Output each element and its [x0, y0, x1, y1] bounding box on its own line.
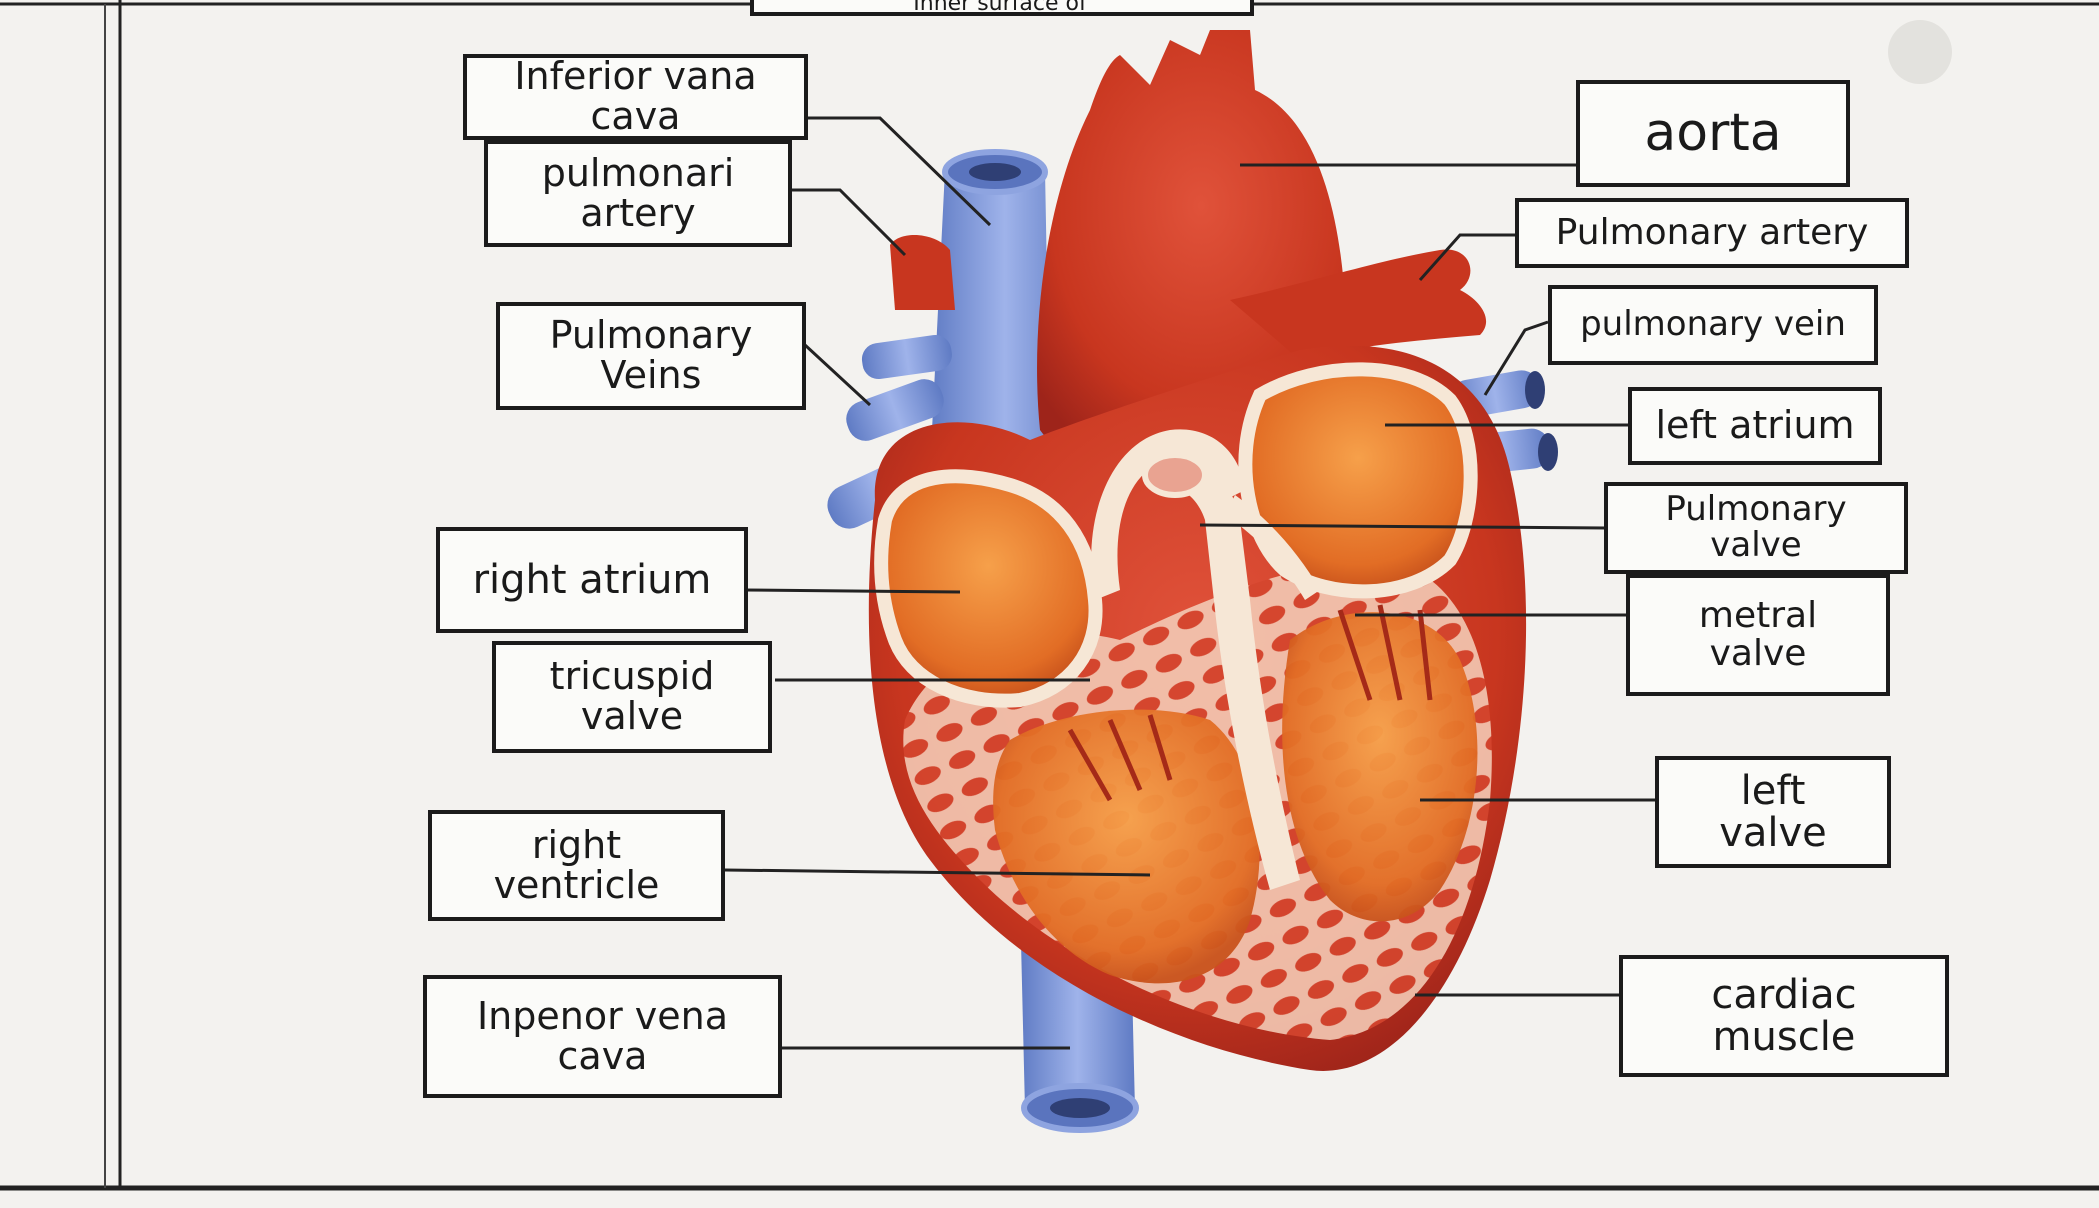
leader-tl3: [805, 345, 870, 405]
label-right-ventricle: right ventricle: [428, 810, 725, 921]
label-mitral-valve: metral valve: [1626, 574, 1890, 696]
paper-smudge: [1888, 20, 1952, 84]
label-aorta: aorta: [1576, 80, 1850, 187]
label-right-atrium: right atrium: [436, 527, 748, 633]
leader-tl4: [745, 590, 960, 592]
label-cardiac-muscle: cardiac muscle: [1619, 955, 1949, 1077]
leader-tl2: [790, 190, 905, 255]
pulmonary-artery-left-branch: [890, 235, 955, 310]
heart: [821, 30, 1558, 1130]
label-pulmonary-artery-left: pulmonari artery: [484, 140, 792, 247]
label-inferior-vena-cava-top: Inferior vana cava: [463, 54, 808, 140]
label-pulmonary-veins: Pulmonary Veins: [496, 302, 806, 410]
label-pulmonary-valve: Pulmonary valve: [1604, 482, 1908, 574]
title-fragment: Inner surface of: [913, 0, 1088, 16]
inferior-vena-cava-lumen: [1050, 1098, 1110, 1118]
label-left-atrium: left atrium: [1628, 387, 1882, 465]
label-pulmonary-vein: pulmonary vein: [1548, 285, 1878, 365]
label-left-valve: left valve: [1655, 756, 1891, 868]
label-inferior-vena-cava-bottom: Inpenor vena cava: [423, 975, 782, 1098]
vena-cava-lumen: [969, 163, 1021, 181]
label-tricuspid-valve: tricuspid valve: [492, 641, 772, 753]
label-pulmonary-artery-right: Pulmonary artery: [1515, 198, 1909, 268]
valve-cusps: [1145, 455, 1205, 495]
right-atrium-chamber: [881, 476, 1095, 700]
